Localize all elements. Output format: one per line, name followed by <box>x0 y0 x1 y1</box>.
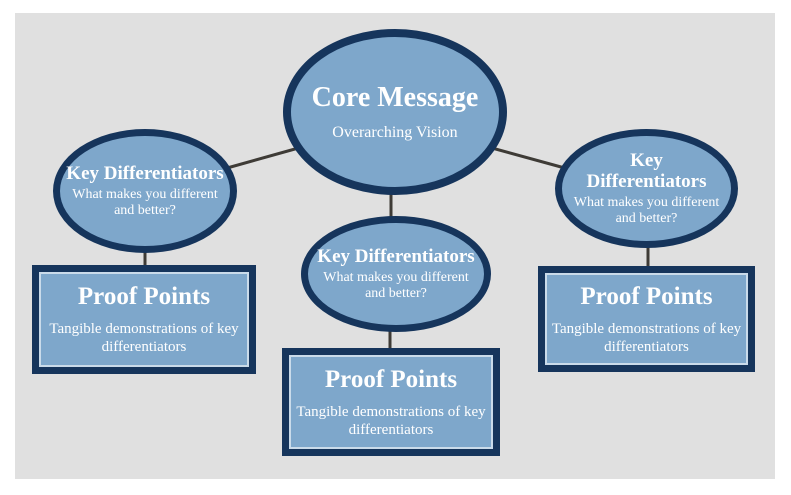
key-differentiators-subtitle: What makes you different and better? <box>72 187 218 219</box>
proof-points-title: Proof Points <box>580 282 713 310</box>
key-differentiators-title: Key Differentiators <box>66 162 224 184</box>
key-differentiators-title: Key Differentiators <box>317 245 475 267</box>
proof-points-subtitle: Tangible demonstrations of key different… <box>49 321 239 355</box>
node-proof-points-left: Proof Points Tangible demonstrations of … <box>32 265 256 374</box>
node-key-differentiators-middle: Key Differentiators What makes you diffe… <box>301 216 491 332</box>
proof-points-subtitle: Tangible demonstrations of key different… <box>551 320 742 355</box>
node-core-message: Core Message Overarching Vision <box>283 29 507 195</box>
core-message-title: Core Message <box>311 81 479 113</box>
proof-points-title: Proof Points <box>77 283 211 310</box>
node-proof-points-right: Proof Points Tangible demonstrations of … <box>538 266 755 372</box>
node-key-differentiators-left: Key Differentiators What makes you diffe… <box>53 129 237 253</box>
key-differentiators-subtitle: What makes you different and better? <box>323 270 469 302</box>
node-proof-points-middle: Proof Points Tangible demonstrations of … <box>282 348 500 456</box>
key-differentiators-title: Key Differentiators <box>586 149 707 192</box>
node-key-differentiators-right: Key Differentiators What makes you diffe… <box>555 129 738 248</box>
proof-points-subtitle: Tangible demonstrations of key different… <box>296 403 486 438</box>
key-differentiators-subtitle: What makes you different and better? <box>573 195 720 227</box>
core-message-subtitle: Overarching Vision <box>332 123 458 141</box>
proof-points-title: Proof Points <box>324 365 458 393</box>
